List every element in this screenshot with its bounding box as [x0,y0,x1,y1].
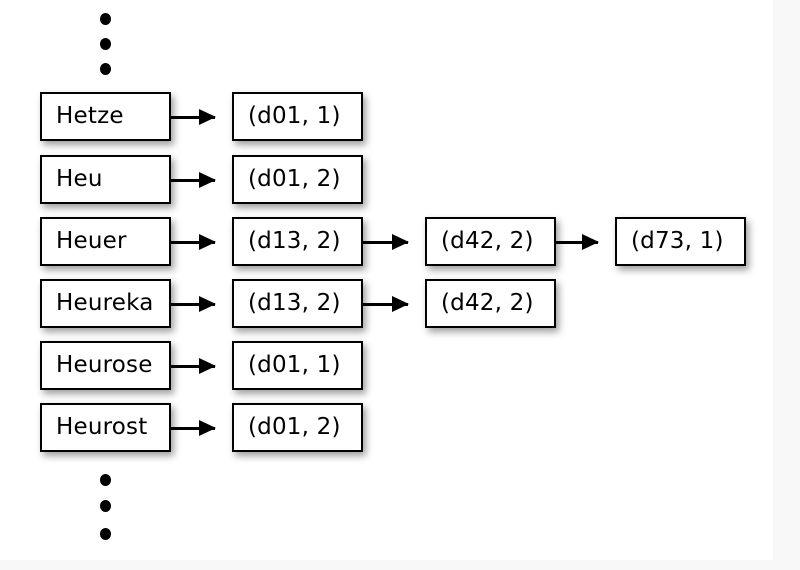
term-node-heureka[interactable]: Heureka [40,279,171,328]
page-edge-bottom [0,560,800,570]
posting-node-r4-c2[interactable]: (d42, 2) [425,279,556,328]
term-label: Hetze [56,103,124,129]
posting-node-r6-c1[interactable]: (d01, 2) [232,403,363,452]
ellipsis-top-dot-1 [100,13,111,25]
term-node-heuer[interactable]: Heuer [40,217,171,266]
arrow-term-to-posting-r5 [171,365,215,368]
posting-label: (d13, 2) [248,228,341,254]
term-node-hetze[interactable]: Hetze [40,92,171,141]
arrow-term-to-posting-r6 [171,427,215,430]
posting-node-r3-c2[interactable]: (d42, 2) [425,217,556,266]
posting-node-r5-c1[interactable]: (d01, 1) [232,341,363,390]
posting-label: (d73, 1) [631,228,724,254]
ellipsis-top-dot-3 [100,63,111,75]
posting-label: (d13, 2) [248,290,341,316]
term-node-heurose[interactable]: Heurose [40,341,171,390]
posting-node-r3-c1[interactable]: (d13, 2) [232,217,363,266]
ellipsis-top-dot-2 [100,38,111,50]
posting-label: (d42, 2) [441,228,534,254]
arrow-term-to-posting-r2 [171,179,215,182]
posting-label: (d01, 2) [248,414,341,440]
arrow-posting-c2-to-c3-r3 [556,241,598,244]
posting-node-r2-c1[interactable]: (d01, 2) [232,155,363,204]
ellipsis-bottom-dot-3 [100,528,111,540]
term-label: Heurose [56,352,153,378]
page-edge-right [773,0,800,570]
ellipsis-bottom-dot-2 [100,500,111,512]
arrow-posting-c1-to-c2-r3 [363,241,408,244]
posting-node-r4-c1[interactable]: (d13, 2) [232,279,363,328]
ellipsis-bottom-dot-1 [100,474,111,486]
term-label: Heureka [56,290,154,316]
arrow-posting-c1-to-c2-r4 [363,303,408,306]
posting-label: (d01, 1) [248,103,341,129]
posting-label: (d01, 2) [248,166,341,192]
posting-node-r3-c3[interactable]: (d73, 1) [615,217,746,266]
term-label: Heurost [56,414,148,440]
posting-label: (d42, 2) [441,290,534,316]
arrow-term-to-posting-r3 [171,241,215,244]
posting-node-r1-c1[interactable]: (d01, 1) [232,92,363,141]
arrow-term-to-posting-r4 [171,303,215,306]
term-label: Heuer [56,228,127,254]
arrow-term-to-posting-r1 [171,116,215,119]
term-node-heu[interactable]: Heu [40,155,171,204]
term-node-heurost[interactable]: Heurost [40,403,171,452]
term-label: Heu [56,166,103,192]
posting-label: (d01, 1) [248,352,341,378]
